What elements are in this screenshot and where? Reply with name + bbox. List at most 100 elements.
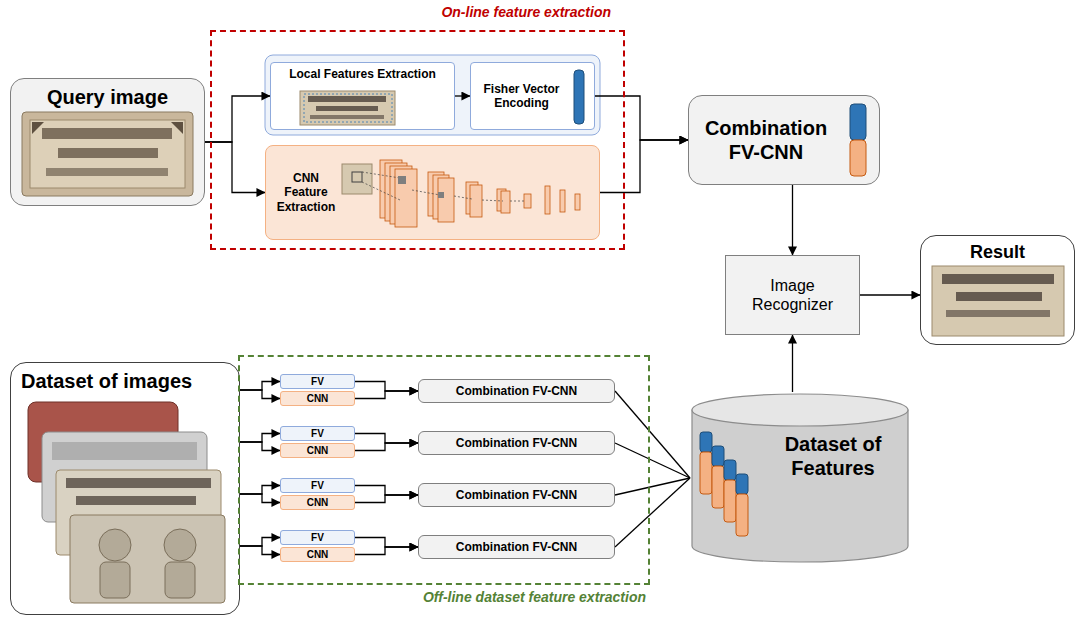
dataset-photos-part [164, 529, 196, 561]
cnn-illustration-part [470, 185, 482, 217]
cnn-illustration-part [501, 191, 510, 213]
result-photo [932, 266, 1064, 336]
node-text: Combination FV-CNN [456, 488, 577, 502]
combination-box: Combination FV-CNN [418, 379, 615, 403]
cnn-illustration-part [352, 172, 362, 182]
connector [595, 96, 688, 140]
node-text: CNN [307, 392, 329, 405]
node-text: Combination FV-CNN [456, 540, 577, 554]
fv-box: FV [280, 530, 355, 545]
query-photo-part [30, 120, 185, 188]
node-text: Fisher Vector Encoding [471, 82, 594, 111]
cnn-illustration-part [545, 186, 550, 214]
dataset-photos-part [76, 496, 196, 505]
fv-box: FV [280, 478, 355, 493]
node-text: CNN [307, 444, 329, 457]
dataset-photos-part [99, 529, 131, 561]
query-image-panel: Query image [10, 78, 205, 206]
local-features-photo-part [304, 94, 392, 122]
node-text: Combination FV-CNN [689, 116, 879, 164]
combination-bar [850, 104, 866, 176]
query-photo-part [58, 148, 158, 158]
cnn-illustration-part [524, 194, 531, 208]
online-region: On-line feature extractionLocal Features… [210, 30, 625, 250]
connector [205, 142, 265, 193]
dataset-photos-part [56, 470, 221, 555]
cnn-illustration-part [385, 163, 407, 221]
result-panel: Result [920, 235, 1075, 345]
connector [240, 494, 280, 503]
node-text: CNN Feature Extraction [266, 171, 340, 214]
query-photo-part [46, 168, 168, 176]
node-text: Combination FV-CNN [456, 384, 577, 398]
connector [615, 478, 690, 547]
cnn-box: CNN [280, 391, 355, 406]
node-text: On-line feature extraction [212, 4, 623, 21]
dataset-photos-part [70, 515, 225, 603]
connector [355, 547, 418, 555]
connector [355, 443, 418, 451]
connector [240, 546, 280, 555]
cnn-illustration-part [342, 164, 372, 194]
local-features-photo-part [316, 106, 378, 111]
connector [792, 185, 793, 255]
query-photo [22, 112, 193, 196]
combination-box: Combination FV-CNN [418, 535, 615, 559]
node-text: Image Recognizer [726, 276, 859, 314]
cnn-illustration-part [362, 172, 526, 201]
local-features-photo-part [300, 91, 395, 125]
query-photo-part [32, 122, 44, 134]
feature-bar [724, 460, 736, 480]
node-text: FV [311, 531, 324, 544]
cylinder-body [692, 410, 908, 562]
feature-bar [736, 474, 748, 494]
dataset-panel: Dataset of images [10, 362, 240, 615]
node-text: Off-line dataset feature extraction [240, 589, 648, 606]
connector [240, 442, 280, 451]
connector [792, 335, 793, 392]
cnn-illustration-part [428, 172, 444, 216]
connector [240, 382, 280, 391]
feature-bar [712, 466, 724, 508]
query-photo-part [22, 112, 193, 196]
node-text: Result [921, 236, 1074, 264]
cnn-illustration-part [438, 192, 444, 198]
cnn-illustration-part [575, 194, 580, 210]
combination-box: Combination FV-CNN [418, 431, 615, 455]
connector [860, 294, 920, 295]
connector [240, 390, 280, 399]
local-features-photo-part [310, 115, 384, 119]
fisher-vector-bar-part [574, 70, 584, 124]
connector [240, 434, 280, 443]
node-text: FV [311, 479, 324, 492]
fv-band [265, 55, 600, 135]
feature-bar [712, 446, 724, 466]
dataset-photos-part [100, 562, 130, 598]
feature-bar [700, 432, 712, 452]
result-photo-part [942, 274, 1054, 284]
connector [455, 95, 470, 96]
connector [355, 495, 418, 503]
cnn-illustration-part [438, 178, 454, 222]
connector [355, 538, 418, 548]
process-box: Local Features Extraction [270, 62, 455, 130]
connector [240, 486, 280, 495]
cnn-illustration-part [497, 189, 506, 211]
connector [355, 486, 418, 496]
connector [355, 434, 418, 444]
dataset-photos-part [42, 432, 207, 522]
connector [615, 443, 690, 478]
cnn-illustration-part [380, 160, 402, 218]
dataset-photos-part [52, 442, 197, 460]
result-photo-part [956, 292, 1042, 301]
cnn-band: CNN Feature Extraction [265, 145, 600, 240]
query-photo-part [42, 128, 172, 139]
cnn-box: CNN [280, 495, 355, 510]
cnn-illustration-part [433, 175, 449, 219]
local-features-photo [300, 91, 395, 125]
node-text: CNN [307, 548, 329, 561]
cnn-illustration-part [466, 182, 478, 214]
cnn-illustration-part [398, 176, 406, 184]
dataset-photos-part [165, 562, 195, 598]
